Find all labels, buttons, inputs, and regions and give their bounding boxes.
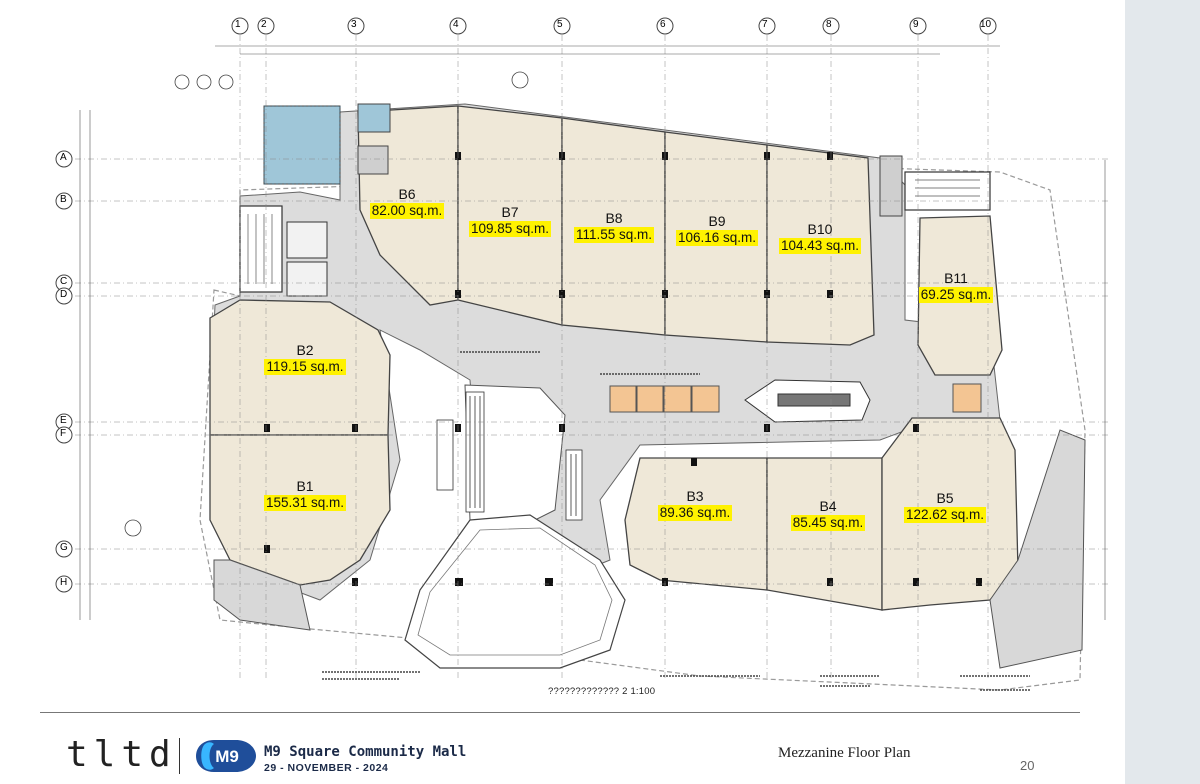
logo-separator — [179, 738, 180, 774]
lower-void-inner — [417, 527, 613, 656]
project-name: M9 Square Community Mall — [264, 744, 467, 760]
grid-row-label: E — [60, 415, 67, 426]
grid-col-label: 2 — [261, 19, 267, 30]
grid-col-label: 3 — [351, 19, 357, 30]
page-number: 20 — [1020, 758, 1035, 773]
floor-plan-drawing — [55, 17, 1110, 691]
grid-col-label: 8 — [826, 19, 832, 30]
grid-row-label: D — [60, 289, 68, 300]
unit-b4 — [766, 457, 883, 611]
title-block-divider — [40, 712, 1080, 713]
service-room — [357, 145, 389, 175]
grid-col-label: 4 — [453, 19, 459, 30]
grid-row-label: C — [60, 276, 68, 287]
svg-text:M9: M9 — [215, 747, 239, 766]
grid-col-label: 10 — [980, 19, 992, 30]
restroom-annex — [357, 103, 391, 133]
project-date: 29 - NOVEMBER - 2024 — [264, 762, 389, 774]
grid-row-label: H — [60, 577, 68, 588]
stair-core-left — [239, 205, 283, 293]
grid-col-label: 7 — [762, 19, 768, 30]
unit-b1-tail — [213, 559, 311, 631]
column-bubbles — [231, 17, 997, 35]
grid-lines — [75, 35, 1110, 680]
lift-shaft-1 — [286, 221, 328, 259]
stair-core-right — [904, 171, 991, 211]
grid-row-label: B — [60, 194, 67, 205]
grid-row-label: F — [60, 428, 67, 439]
lower-void — [404, 514, 626, 669]
m9-logo-icon: M9 — [196, 740, 256, 772]
section-markers — [124, 71, 529, 537]
grid-col-label: 5 — [557, 19, 563, 30]
sheet-title: Mezzanine Floor Plan — [778, 745, 911, 761]
kiosk-row — [609, 383, 982, 413]
grid-col-label: 9 — [913, 19, 919, 30]
lift-shaft-2 — [286, 261, 328, 297]
unit-b3 — [624, 457, 768, 591]
grid-col-label: 1 — [235, 19, 241, 30]
scale-note: ????????????? 2 1:100 — [548, 686, 656, 697]
grid-row-label: A — [60, 152, 67, 163]
viewer-margin — [1125, 0, 1200, 784]
restroom-block — [263, 105, 341, 185]
escalator-right — [565, 449, 583, 521]
studio-logo: tltd — [66, 734, 177, 775]
escalator-left — [436, 391, 485, 513]
grid-col-label: 6 — [660, 19, 666, 30]
row-bubbles — [55, 150, 73, 593]
grid-row-label: G — [60, 542, 68, 553]
central-island — [744, 379, 871, 423]
